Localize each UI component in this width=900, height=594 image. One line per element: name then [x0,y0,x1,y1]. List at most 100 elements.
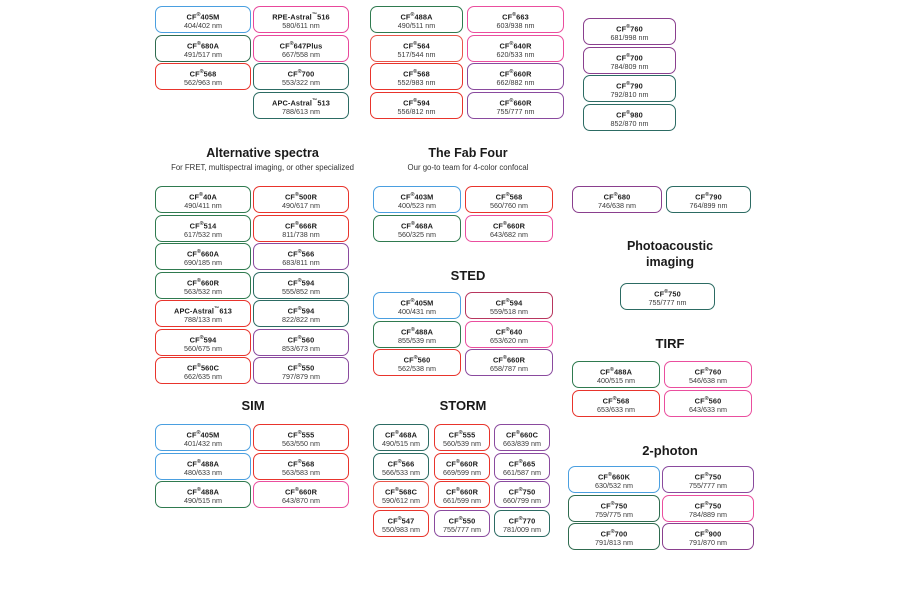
dye-spectra-values: 784/889 nm [689,509,727,519]
trademark-mark: ® [704,529,709,535]
dye-spectra-values: 855/539 nm [398,335,436,345]
trademark-mark: ™ [311,12,318,18]
dye-spectra-values: 404/402 nm [184,21,222,31]
section-title-fab-four: The Fab Four [428,146,508,160]
dye-spectra-values: 490/511 nm [397,21,436,31]
trademark-mark: ® [512,12,517,18]
trademark-mark: ® [456,487,460,493]
dye-spectra-values: 853/673 nm [282,343,320,353]
trademark-mark: ® [295,487,299,493]
trademark-mark: ® [197,487,201,493]
trademark-mark: ® [518,458,523,465]
dye-spectra-values: 792/810 nm [610,90,649,100]
dye-spectra-values: 662/635 nm [184,372,222,382]
dye-spectra-values: 662/882 nm [496,78,535,88]
dye-spectra-values: 603/938 nm [496,21,535,31]
trademark-mark: ® [395,487,399,493]
dye-spectra-values: 797/879 nm [282,372,320,382]
trademark-mark: ® [196,430,201,436]
trademark-mark: ® [612,395,617,402]
dye-spectra-values: 490/617 nm [282,201,320,211]
dye-name: CF®488A [400,326,434,336]
trademark-mark: ® [518,487,523,493]
dye-spectra-values: 690/185 nm [184,258,222,268]
dye-spectra-values: 811/738 nm [282,229,320,239]
